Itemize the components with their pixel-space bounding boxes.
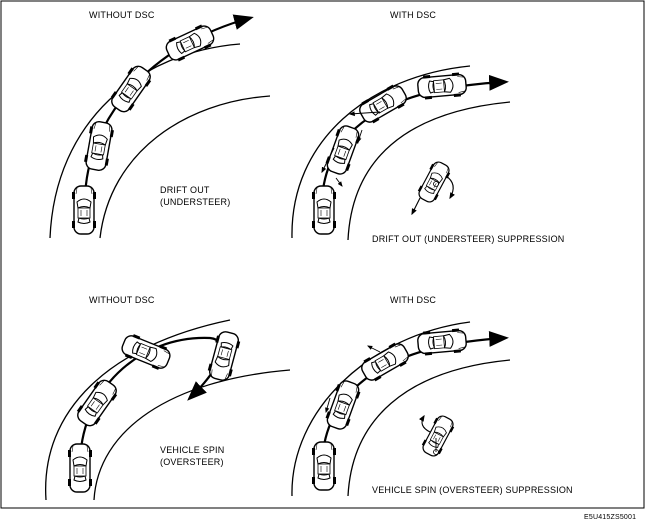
brake-force-arrow xyxy=(357,129,363,144)
panel-bottom-right xyxy=(291,321,511,497)
yaw-moment-arrow xyxy=(445,175,455,200)
car xyxy=(82,119,116,173)
car xyxy=(322,122,364,178)
car xyxy=(322,377,364,433)
force-arrow xyxy=(411,197,421,216)
figure-frame xyxy=(0,0,645,509)
panel-bottom-left xyxy=(45,319,291,501)
brake-force-arrow xyxy=(325,397,331,414)
car xyxy=(416,327,468,357)
brake-force-arrow xyxy=(321,147,335,174)
road-outer-edge xyxy=(291,65,471,239)
car xyxy=(311,185,337,235)
panel-header-bottom-left: WITHOUT DSC xyxy=(89,295,155,305)
caption-bottom-left-line1: VEHICLE SPIN xyxy=(160,445,225,455)
panel-header-top-right: WITH DSC xyxy=(390,10,437,20)
car xyxy=(311,441,337,491)
panel-top-right xyxy=(291,65,511,241)
brake-force-arrow xyxy=(348,111,381,117)
figure-code: E5U415ZS5001 xyxy=(584,514,637,521)
car xyxy=(357,338,413,386)
caption-top-left-line1: DRIFT OUT xyxy=(160,185,210,195)
car xyxy=(106,61,156,117)
road-inner-edge xyxy=(99,95,271,239)
road-outer-edge xyxy=(45,319,231,501)
brake-force-arrow xyxy=(335,177,343,187)
caption-bottom-right: VEHICLE SPIN (OVERSTEER) SUPPRESSION xyxy=(372,485,573,495)
explanatory-car xyxy=(418,412,458,460)
caption-top-right: DRIFT OUT (UNDERSTEER) SUPPRESSION xyxy=(372,234,565,244)
center-of-gravity xyxy=(433,181,439,187)
road-inner-edge xyxy=(347,359,511,497)
road-outer-edge xyxy=(49,43,241,239)
caption-top-left-line2: (UNDERSTEER) xyxy=(160,197,231,207)
caption-bottom-left-line2: (OVERSTEER) xyxy=(160,457,224,467)
panel-top-left xyxy=(49,14,271,239)
brake-force-arrow xyxy=(367,345,381,353)
center-of-gravity xyxy=(433,449,439,455)
yaw-moment-arrow xyxy=(419,414,431,433)
car xyxy=(416,71,468,101)
car xyxy=(355,80,411,128)
panel-header-top-left: WITHOUT DSC xyxy=(89,10,155,20)
car xyxy=(67,443,93,493)
road-inner-edge xyxy=(93,369,291,501)
car xyxy=(72,375,122,431)
car xyxy=(71,185,97,235)
road-inner-edge xyxy=(347,101,511,241)
car xyxy=(162,21,218,65)
panel-header-bottom-right: WITH DSC xyxy=(390,295,437,305)
